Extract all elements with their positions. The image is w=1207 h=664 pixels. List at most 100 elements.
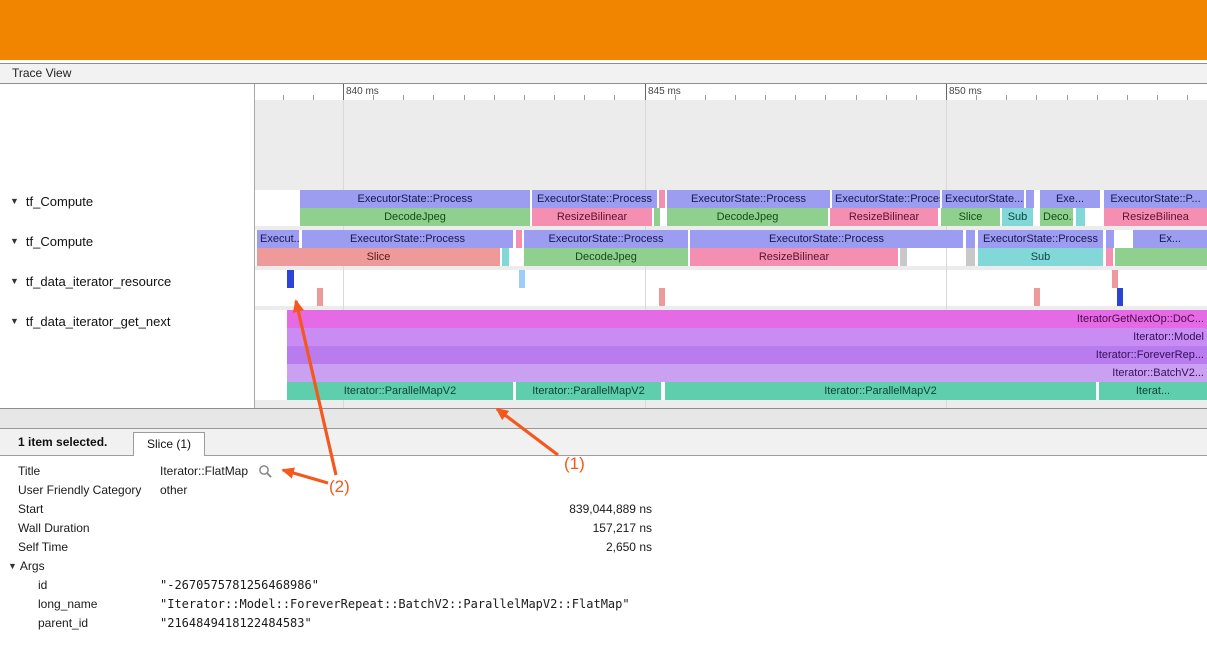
ruler-minor-tick [463, 95, 465, 100]
timeline-slice[interactable] [1115, 248, 1207, 266]
timeline-slice[interactable]: ExecutorState... [942, 190, 1024, 208]
timeline-slice[interactable]: Iterator::BatchV2... [287, 364, 1207, 382]
timeline-slice[interactable]: Iterator::ForeverRep... [287, 346, 1207, 364]
horizontal-splitter[interactable] [0, 408, 1207, 429]
selection-status-bar: 1 item selected. Slice (1) [0, 429, 1207, 456]
ruler-minor-tick [855, 95, 857, 100]
collapse-triangle-icon[interactable]: ▼ [10, 276, 19, 286]
timeline-slice[interactable]: Iterat... [1099, 382, 1207, 400]
timeline-slice[interactable] [502, 248, 509, 266]
timeline-slice[interactable]: Sub [1002, 208, 1033, 226]
timeline-slice[interactable]: ResizeBilinear [690, 248, 898, 266]
detail-value: 2,650 ns [160, 538, 652, 557]
timeline-slice[interactable]: Iterator::ParallelMapV2 [287, 382, 513, 400]
timeline-slice[interactable]: ExecutorState::Process [532, 190, 657, 208]
timeline-slice[interactable] [659, 190, 665, 208]
timeline-slice[interactable]: ExecutorState::Process [667, 190, 830, 208]
timeline-slice[interactable]: ExecutorState::Process [978, 230, 1103, 248]
timeline-slice[interactable]: ExecutorState::Process [300, 190, 530, 208]
tab-slice[interactable]: Slice (1) [133, 432, 206, 456]
collapse-triangle-icon[interactable]: ▼ [10, 316, 19, 326]
timeline-slice[interactable] [966, 248, 975, 266]
timeline-slice[interactable]: Deco... [1040, 208, 1073, 226]
detail-label: parent_id [38, 614, 88, 633]
timeline-slice[interactable]: ExecutorState::Process [524, 230, 688, 248]
timeline-slice[interactable]: Sub [978, 248, 1103, 266]
timeline-slice[interactable] [287, 270, 294, 288]
ruler-major-tick [946, 84, 947, 100]
timeline-slice[interactable] [659, 288, 665, 306]
timeline-slice[interactable]: DecodeJpeg [300, 208, 530, 226]
ruler-minor-tick [312, 95, 314, 100]
timeline-slice[interactable] [1112, 270, 1118, 288]
timeline-slice[interactable]: ExecutorState::Process [690, 230, 963, 248]
trace-view-titlebar: Trace View [0, 63, 1207, 84]
detail-label: Title [18, 462, 40, 481]
track-label[interactable]: ▼tf_Compute [10, 192, 93, 210]
timeline-slice[interactable]: Slice [257, 248, 500, 266]
timeline-slice[interactable]: Slice [941, 208, 1000, 226]
timeline-slice[interactable]: Iterator::ParallelMapV2 [516, 382, 661, 400]
ruler-minor-tick [915, 95, 917, 100]
timeline-slice[interactable]: ResizeBilinea [1104, 208, 1207, 226]
detail-label-text: Start [18, 502, 44, 516]
args-header[interactable]: ▼Args [8, 557, 45, 576]
timeline-slice[interactable]: Iterator::ParallelMapV2 [665, 382, 1096, 400]
timeline-slice[interactable] [1106, 230, 1114, 248]
detail-label-text: Title [18, 464, 41, 478]
ruler-minor-tick [1187, 95, 1189, 100]
detail-label-text: long_name [38, 597, 98, 611]
track-label[interactable]: ▼tf_Compute [10, 232, 93, 250]
timeline-slice[interactable] [1034, 288, 1040, 306]
timeline-slice[interactable]: IteratorGetNextOp::DoC... [287, 310, 1207, 328]
track-label-panel: ▼tf_Compute ▼tf_Compute ▼tf_data_iterator_… [0, 84, 255, 408]
ruler-minor-tick [976, 95, 978, 100]
timeline-slice[interactable]: ExecutorState::P... [1104, 190, 1207, 208]
timeline-slice[interactable] [966, 230, 975, 248]
ruler-background [0, 84, 1207, 100]
tab-slice-label: Slice (1) [147, 437, 192, 451]
timeline-slice[interactable]: Iterator::Model [287, 328, 1207, 346]
ruler-minor-tick [1096, 95, 1098, 100]
timeline-slice[interactable] [900, 248, 907, 266]
detail-label: User Friendly Category [18, 481, 141, 500]
ruler-minor-tick [704, 95, 706, 100]
timeline-slice[interactable]: Ex... [1133, 230, 1207, 248]
ruler-minor-tick [523, 95, 525, 100]
timeline-slice[interactable]: ExecutorState::Process [832, 190, 940, 208]
timeline-slice[interactable] [317, 288, 323, 306]
timeline-slice[interactable] [516, 230, 522, 248]
timeline-slice[interactable]: ResizeBilinear [830, 208, 938, 226]
timeline-slice[interactable] [1106, 248, 1113, 266]
ruler-minor-tick [734, 95, 736, 100]
collapse-triangle-icon[interactable]: ▼ [8, 561, 17, 571]
ruler-minor-tick [373, 95, 375, 100]
magnifier-icon[interactable] [258, 464, 273, 479]
detail-value-text: 157,217 ns [592, 521, 652, 535]
ruler-minor-tick [1066, 95, 1068, 100]
timeline-slice[interactable]: Exe... [1040, 190, 1100, 208]
ruler-minor-tick [795, 95, 797, 100]
timeline-slice[interactable]: DecodeJpeg [667, 208, 828, 226]
timeline-slice[interactable]: Execut... [257, 230, 299, 248]
timeline-slice[interactable]: ExecutorState::Process [302, 230, 513, 248]
collapse-triangle-icon[interactable]: ▼ [10, 196, 19, 206]
timeline-slice[interactable] [1076, 208, 1085, 226]
track-label[interactable]: ▼tf_data_iterator_resource [10, 272, 171, 290]
timeline-slice[interactable] [1026, 190, 1034, 208]
track-label[interactable]: ▼tf_data_iterator_get_next [10, 312, 170, 330]
ruler-minor-tick [885, 95, 887, 100]
detail-label-text: parent_id [38, 616, 89, 630]
timeline-slice[interactable]: ResizeBilinear [532, 208, 652, 226]
timeline-slice[interactable]: DecodeJpeg [524, 248, 688, 266]
timeline-slice[interactable] [519, 270, 525, 288]
timeline-slice[interactable] [654, 208, 660, 226]
detail-value: "Iterator::Model::ForeverRepeat::BatchV2… [160, 595, 630, 614]
collapse-triangle-icon[interactable]: ▼ [10, 236, 19, 246]
timeline-slice[interactable] [1117, 288, 1123, 306]
detail-value: "-2670575781256468986" [160, 576, 319, 595]
